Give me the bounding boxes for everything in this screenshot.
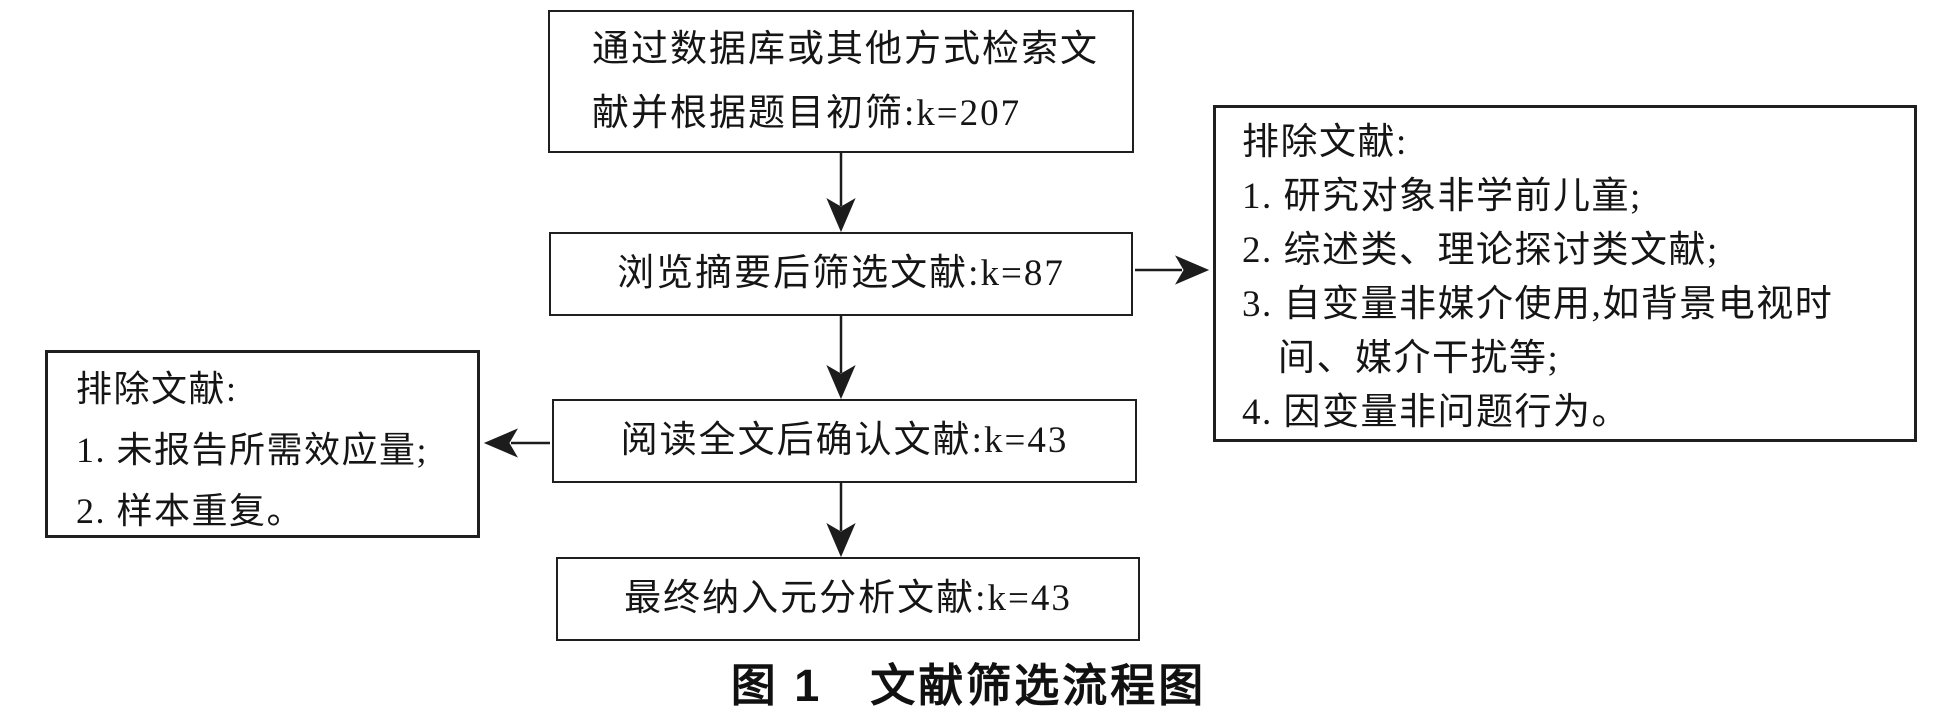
flow-step-fulltext-box: 阅读全文后确认文献:k=43 [552, 399, 1137, 483]
flow-step-final-box: 最终纳入元分析文献:k=43 [556, 557, 1140, 641]
arrow-abstract-to-fulltext-icon [826, 316, 856, 400]
flow-step-abstract-box: 浏览摘要后筛选文献:k=87 [549, 232, 1133, 316]
exclusion-left-title: 排除文献: [76, 369, 238, 409]
arrow-search-to-abstract-icon [826, 153, 856, 233]
exclusion-right-item-1: 1. 研究对象非学前儿童; [1242, 176, 1642, 217]
exclusion-right-item-2: 2. 综述类、理论探讨类文献; [1242, 230, 1719, 271]
arrow-fulltext-to-exclusion-icon [483, 428, 550, 458]
exclusion-right-item-3: 3. 自变量非媒介使用,如背景电视时 间、媒介干扰等; [1242, 284, 1834, 379]
arrow-fulltext-to-final-icon [826, 483, 856, 558]
arrow-abstract-to-exclusion-icon [1135, 255, 1210, 285]
exclusion-left-box: 排除文献: 1. 未报告所需效应量; 2. 样本重复。 [45, 350, 480, 538]
flow-step-abstract-label: 浏览摘要后筛选文献:k=87 [617, 253, 1065, 294]
flow-step-search-box: 通过数据库或其他方式检索文 献并根据题目初筛:k=207 [548, 10, 1134, 153]
exclusion-right-box: 排除文献: 1. 研究对象非学前儿童; 2. 综述类、理论探讨类文献; 3. 自… [1213, 105, 1917, 442]
flow-step-search-label: 通过数据库或其他方式检索文 献并根据题目初筛:k=207 [592, 28, 1099, 134]
exclusion-left-item-1: 1. 未报告所需效应量; [76, 430, 429, 470]
exclusion-left-item-2: 2. 样本重复。 [76, 491, 305, 531]
figure-caption: 图 1 文献筛选流程图 [730, 660, 1207, 711]
exclusion-right-item-4: 4. 因变量非问题行为。 [1242, 392, 1630, 433]
exclusion-right-title: 排除文献: [1242, 122, 1408, 163]
flow-step-fulltext-label: 阅读全文后确认文献:k=43 [620, 420, 1069, 461]
flow-step-final-label: 最终纳入元分析文献:k=43 [624, 578, 1072, 619]
